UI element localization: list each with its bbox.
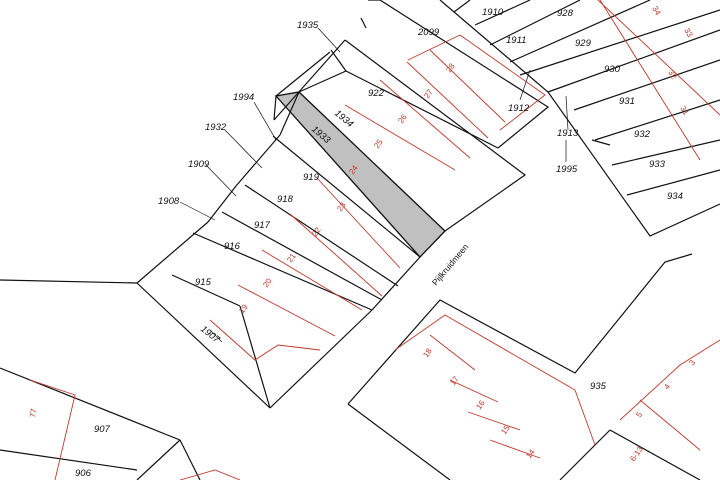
building-outlines — [29, 0, 720, 480]
parcel-label-2099: 2099 — [417, 27, 440, 38]
parcel-label-1909: 1909 — [188, 159, 210, 170]
parcel-label-931: 931 — [619, 96, 635, 107]
parcel-label-1911: 1911 — [506, 35, 526, 46]
parcel-label-915: 915 — [195, 277, 212, 288]
parcel-label-906: 906 — [75, 468, 92, 479]
parcel-label-1995: 1995 — [556, 164, 578, 175]
parcel-label-1913: 1913 — [557, 128, 579, 139]
parcel-label-917: 917 — [254, 220, 271, 231]
parcel-label-928: 928 — [557, 8, 574, 19]
parcel-label-934: 934 — [667, 191, 683, 202]
parcel-label-929: 929 — [575, 38, 592, 49]
parcel-label-933: 933 — [649, 159, 666, 170]
parcel-label-1908: 1908 — [158, 196, 180, 207]
house-number-77: 77 — [28, 407, 39, 418]
parcel-label-932: 932 — [634, 129, 651, 140]
parcel-label-919: 919 — [303, 172, 320, 183]
house-number-3: 3 — [687, 358, 697, 367]
parcel-label-1910: 1910 — [482, 7, 504, 18]
parcel-label-930: 930 — [604, 64, 621, 75]
parcel-label-1994: 1994 — [233, 92, 254, 103]
parcel-label-916: 916 — [224, 241, 241, 252]
parcel-label-907: 907 — [94, 424, 111, 435]
parcel-label-1912: 1912 — [508, 103, 530, 114]
parcel-label-918: 918 — [277, 194, 294, 205]
leader-lines — [179, 27, 569, 343]
parcel-label-935: 935 — [590, 381, 607, 392]
parcel-label-1935: 1935 — [297, 20, 319, 31]
house-number-5: 5 — [634, 410, 644, 419]
parcel-label-1932: 1932 — [205, 122, 227, 133]
house-number-4: 4 — [662, 382, 672, 391]
parcel-label-922: 922 — [368, 88, 385, 99]
